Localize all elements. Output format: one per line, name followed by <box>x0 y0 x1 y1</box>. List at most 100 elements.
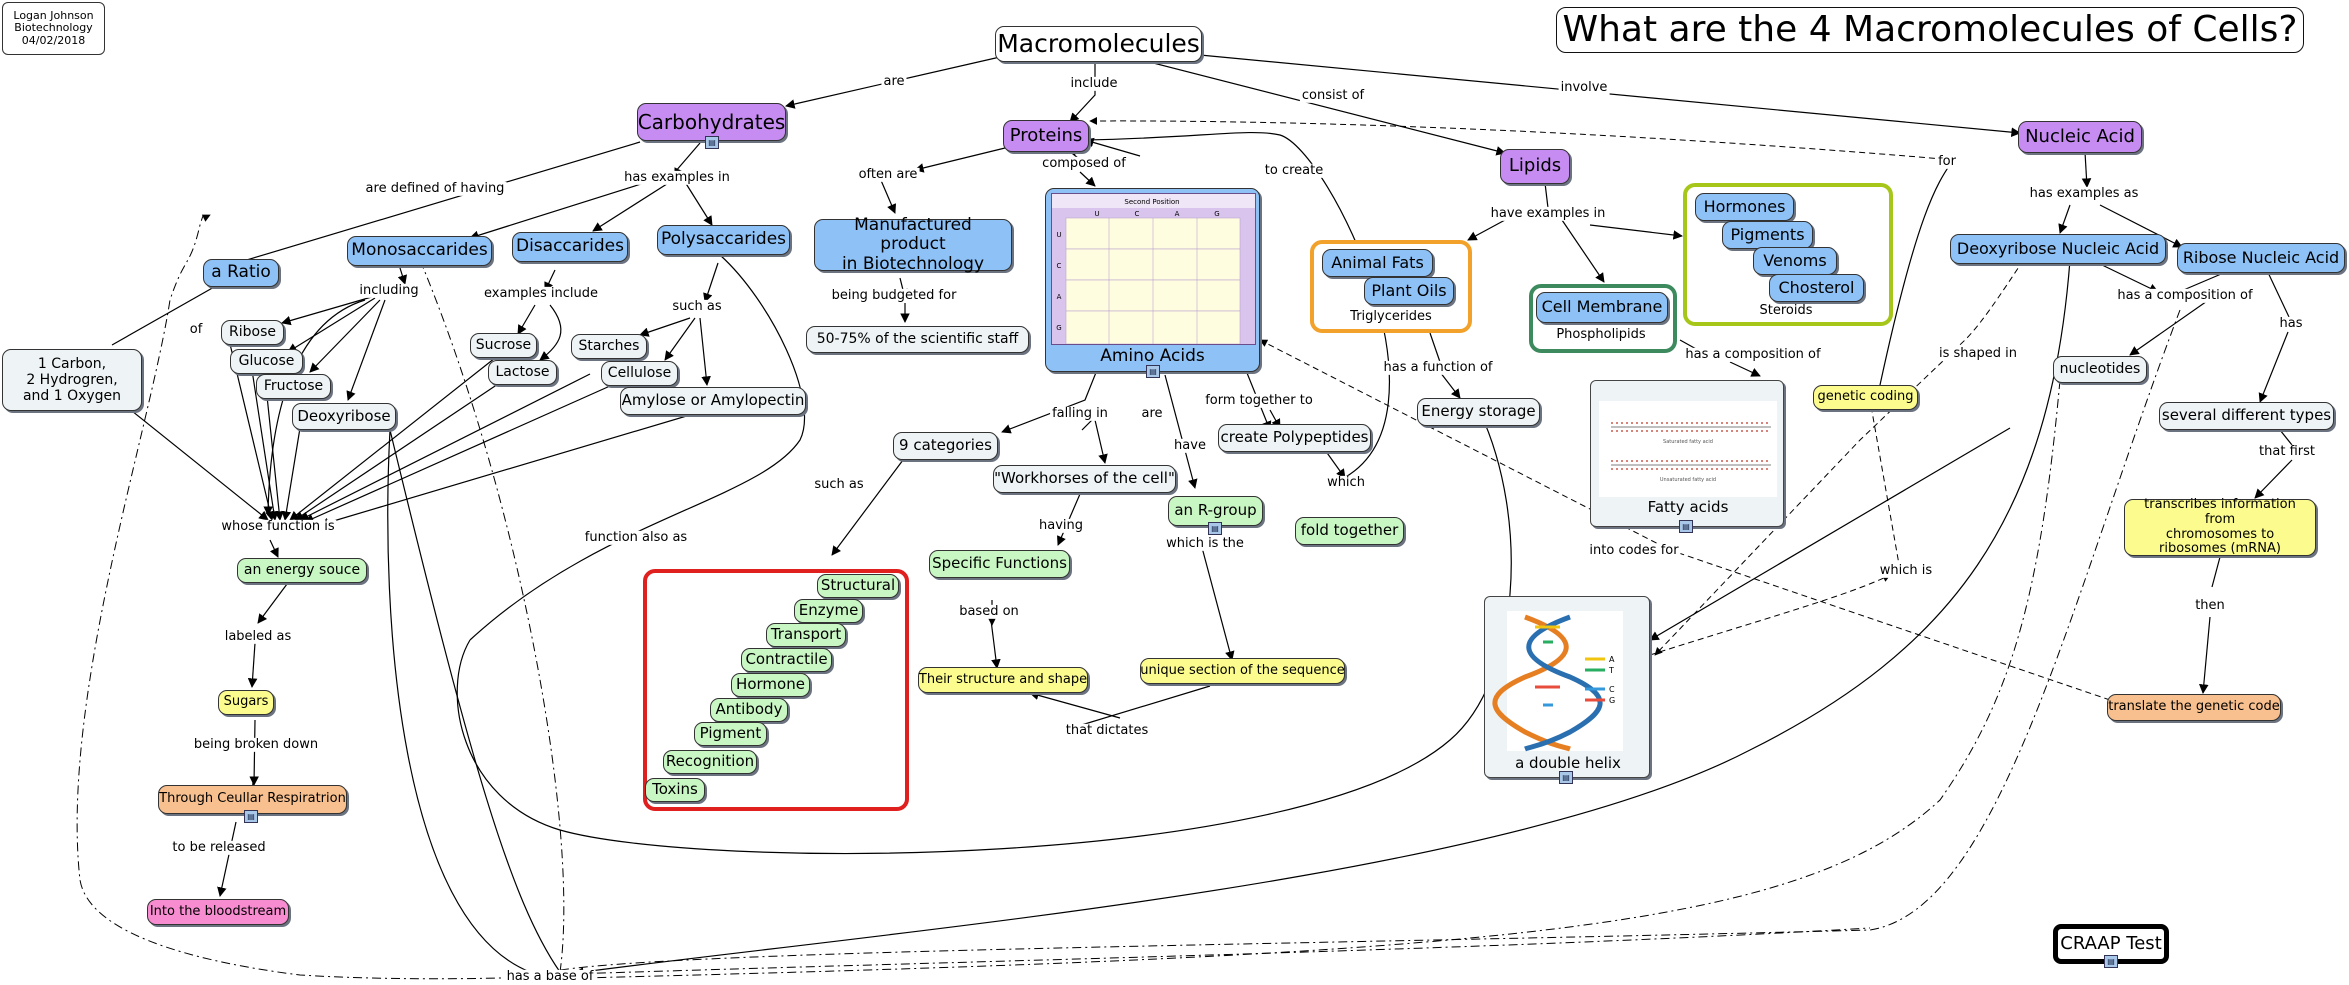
link-label-labeled-as: labeled as <box>222 628 294 645</box>
helix-legend-a: A <box>1609 655 1615 664</box>
node-r-group[interactable]: an R-group <box>1168 496 1263 526</box>
node-monosaccharides[interactable]: Monosaccarides <box>347 236 492 266</box>
node-dna[interactable]: Deoxyribose Nucleic Acid <box>1950 234 2166 264</box>
phospholipids-label: Phospholipids <box>1556 327 1646 342</box>
node-sugars[interactable]: Sugars <box>218 690 274 715</box>
codon-row-2: C <box>1057 262 1062 270</box>
node-proteins[interactable]: Proteins <box>1003 120 1089 152</box>
node-cellular-respiration[interactable]: Through Ceullar Respiratrion <box>158 785 347 814</box>
link-label-have-amino: have <box>1172 437 1208 454</box>
protein-category-item[interactable]: Enzyme <box>794 599 863 623</box>
link-label-that-dictates: that dictates <box>1063 722 1151 739</box>
protein-category-item[interactable]: Hormone <box>731 673 810 697</box>
node-double-helix[interactable]: A T C G a double helix <box>1484 596 1650 778</box>
double-helix-label: a double helix <box>1515 754 1621 772</box>
link-label-which-is-the: which is the <box>1164 535 1246 552</box>
node-fructose[interactable]: Fructose <box>256 374 331 399</box>
node-genetic-coding[interactable]: genetic coding <box>1813 385 1918 410</box>
link-label-have-examples-in: have examples in <box>1488 205 1608 222</box>
author-subject: Biotechnology <box>14 21 93 35</box>
link-label-that-first: that first <box>2257 443 2317 460</box>
link-label-often-are: often are <box>856 166 920 183</box>
link-label-falling-in: falling in <box>1050 405 1110 422</box>
r-group-attachment-icon[interactable]: ▤ <box>1208 522 1222 535</box>
node-several-types[interactable]: several different types <box>2159 402 2334 430</box>
node-glucose[interactable]: Glucose <box>230 349 303 374</box>
link-label-are: are <box>881 73 907 90</box>
carbohydrates-attachment-icon[interactable]: ▤ <box>705 136 719 149</box>
node-cellulose[interactable]: Cellulose <box>601 361 678 386</box>
respiration-attachment-icon[interactable]: ▤ <box>244 810 258 823</box>
author-name: Logan Johnson <box>13 8 94 22</box>
node-a-ratio[interactable]: a Ratio <box>203 259 279 287</box>
protein-category-item[interactable]: Antibody <box>710 698 788 722</box>
link-label-to-be-released: to be released <box>170 839 268 856</box>
node-unique-section[interactable]: unique section of the sequence <box>1140 658 1345 684</box>
link-label-broken-down: being broken down <box>191 736 321 753</box>
link-label-are-amino: are <box>1139 405 1165 422</box>
node-ratio-detail[interactable]: 1 Carbon, 2 Hydrogren, and 1 Oxygen <box>2 349 142 411</box>
node-transcribes[interactable]: transcribes information from chromosomes… <box>2124 497 2316 556</box>
node-hormones[interactable]: Hormones <box>1695 193 1794 221</box>
link-label-has-examples-in: has examples in <box>622 169 732 186</box>
node-translate[interactable]: translate the genetic code <box>2107 694 2281 721</box>
node-animal-fats[interactable]: Animal Fats <box>1322 249 1433 277</box>
protein-category-item[interactable]: Pigment <box>694 722 767 746</box>
helix-legend-c: C <box>1609 685 1615 694</box>
node-energy-souce[interactable]: an energy souce <box>237 558 367 583</box>
node-energy-storage[interactable]: Energy storage <box>1417 398 1540 426</box>
amino-acids-attachment-icon[interactable]: ▤ <box>1146 365 1160 378</box>
node-fatty-acids[interactable]: Saturated fatty acid Unsaturated fatty a… <box>1590 380 1784 527</box>
node-cell-membrane[interactable]: Cell Membrane <box>1536 292 1668 323</box>
node-plant-oils[interactable]: Plant Oils <box>1364 277 1454 305</box>
link-label-of: of <box>187 321 205 338</box>
node-disaccharides[interactable]: Disaccarides <box>512 232 628 262</box>
node-scientific-staff[interactable]: 50-75% of the scientific staff <box>806 326 1029 353</box>
craap-attachment-icon[interactable]: ▤ <box>2104 955 2118 968</box>
codon-row-1: U <box>1056 231 1061 239</box>
node-ribose[interactable]: Ribose <box>221 320 284 345</box>
fatty-acid-caption-2: Unsaturated fatty acid <box>1660 477 1716 483</box>
protein-category-item[interactable]: Toxins <box>645 778 705 802</box>
link-label-function-also-as: function also as <box>582 529 690 546</box>
codon-row-3: A <box>1057 293 1062 301</box>
node-create-polypeptides[interactable]: create Polypeptides <box>1218 424 1371 452</box>
link-label-based-on: based on <box>957 603 1021 620</box>
node-fold-together[interactable]: fold together <box>1295 517 1404 545</box>
node-sucrose[interactable]: Sucrose <box>470 333 537 358</box>
node-nucleotides[interactable]: nucleotides <box>2053 356 2147 383</box>
protein-category-item[interactable]: Contractile <box>741 648 832 672</box>
node-bloodstream[interactable]: Into the bloodstream <box>147 899 289 925</box>
node-pigments[interactable]: Pigments <box>1722 221 1813 249</box>
node-polysaccharides[interactable]: Polysaccarides <box>657 225 790 255</box>
link-label-defined-by: are defined of having <box>363 180 507 197</box>
node-manufactured-product[interactable]: Manufactured product in Biotechnology <box>814 215 1012 273</box>
node-nucleic-acid[interactable]: Nucleic Acid <box>2018 121 2142 153</box>
node-specific-functions[interactable]: Specific Functions <box>929 550 1070 578</box>
node-lipids[interactable]: Lipids <box>1500 149 1570 184</box>
root-macromolecules[interactable]: Macromolecules <box>995 26 1202 62</box>
protein-category-item[interactable]: Transport <box>766 623 846 647</box>
node-nine-categories[interactable]: 9 categories <box>893 432 998 460</box>
protein-category-item[interactable]: Recognition <box>663 750 757 774</box>
node-workhorses[interactable]: "Workhorses of the cell" <box>993 465 1176 493</box>
node-chosterol[interactable]: Chosterol <box>1769 274 1864 302</box>
fatty-acid-caption-1: Saturated fatty acid <box>1663 439 1713 445</box>
protein-category-item[interactable]: Structural <box>817 574 899 598</box>
double-helix-attachment-icon[interactable]: ▤ <box>1559 771 1573 784</box>
node-amylose[interactable]: Amylose or Amylopectin <box>620 387 806 415</box>
link-label-composition-lipid: has a composition of <box>1683 346 1823 363</box>
node-starches[interactable]: Starches <box>571 334 647 359</box>
node-lactose[interactable]: Lactose <box>488 360 557 385</box>
link-label-which: which <box>1325 474 1367 491</box>
fatty-acids-diagram: Saturated fatty acid Unsaturated fatty a… <box>1599 401 1777 497</box>
node-venoms[interactable]: Venoms <box>1753 247 1837 275</box>
fatty-acids-attachment-icon[interactable]: ▤ <box>1679 520 1693 533</box>
node-rna[interactable]: Ribose Nucleic Acid <box>2177 243 2345 273</box>
codon-col-2: C <box>1135 210 1140 218</box>
node-deoxyribose[interactable]: Deoxyribose <box>292 403 396 430</box>
node-structure-shape[interactable]: Their structure and shape <box>918 667 1088 693</box>
helix-legend-g: G <box>1609 696 1615 705</box>
steroids-label: Steroids <box>1759 303 1813 318</box>
